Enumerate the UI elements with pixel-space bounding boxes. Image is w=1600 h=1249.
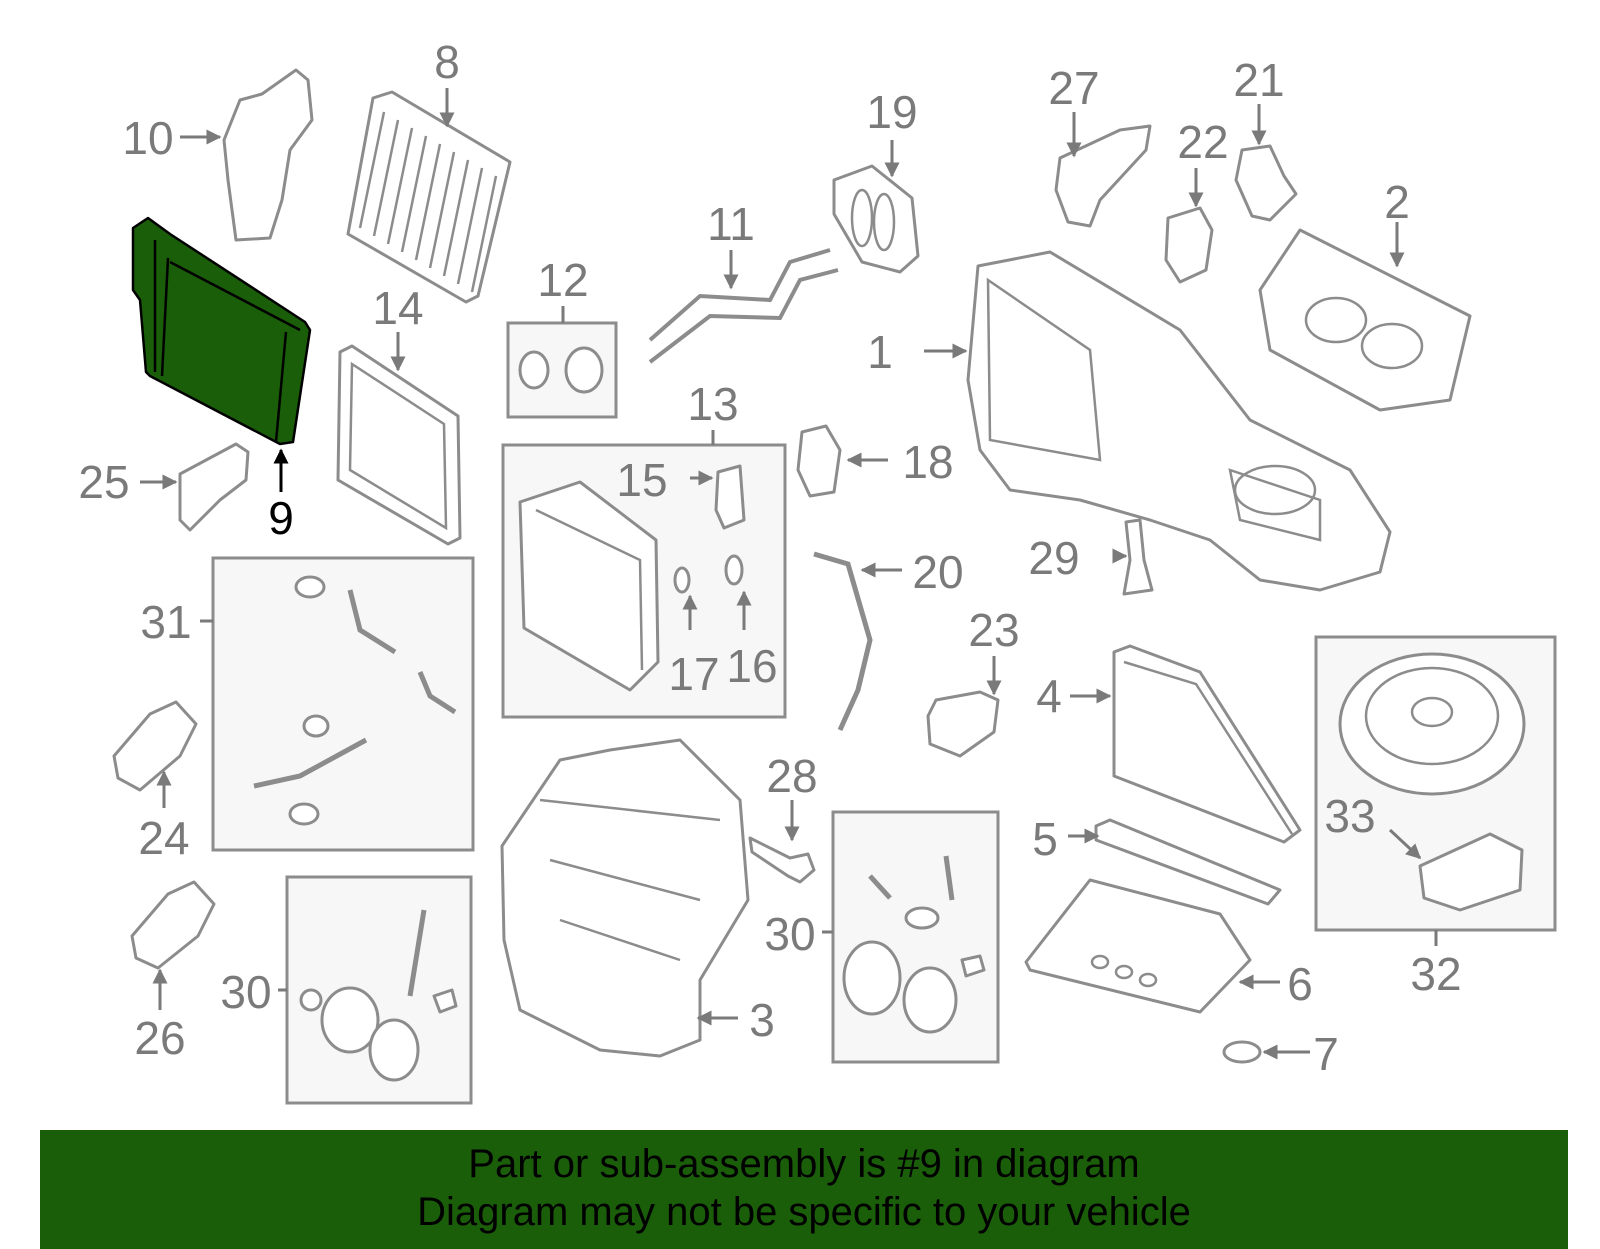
callout-1: 1: [867, 326, 893, 378]
callout-18: 18: [902, 436, 953, 488]
callout-27: 27: [1048, 62, 1099, 114]
part-24: [112, 700, 198, 792]
callout-6: 6: [1287, 958, 1313, 1010]
part-8: [346, 90, 512, 304]
callout-32: 32: [1410, 948, 1461, 1000]
callout-21: 21: [1233, 54, 1284, 106]
info-banner: Part or sub-assembly is #9 in diagram Di…: [40, 1130, 1568, 1249]
callout-4: 4: [1036, 670, 1062, 722]
callout-26: 26: [134, 1012, 185, 1064]
banner-line-part: Part or sub-assembly is #9 in diagram: [468, 1142, 1140, 1186]
callout-25: 25: [78, 456, 129, 508]
callout-30-left: 30: [220, 966, 271, 1018]
part-7: [1222, 1040, 1262, 1064]
part-23: [926, 690, 1000, 758]
part-26: [130, 880, 216, 970]
callout-11: 11: [707, 198, 755, 250]
part-1: [966, 250, 1392, 592]
part-12-ring-b: [564, 346, 604, 394]
callout-13: 13: [687, 378, 738, 430]
part-18: [796, 424, 842, 498]
part-31-contents: [253, 575, 457, 826]
callout-22: 22: [1177, 116, 1228, 168]
callout-23: 23: [968, 604, 1019, 656]
callout-8: 8: [434, 36, 460, 88]
leader-lines: [140, 88, 1438, 1060]
callout-31: 31: [140, 596, 191, 648]
part-16: [724, 554, 744, 586]
callout-5: 5: [1032, 813, 1058, 865]
callout-30-mid: 30: [764, 908, 815, 960]
parts-diagram: 1 2 3 4 5 6 7 8 9 10 11 12 13 14 15 16 1…: [78, 36, 1557, 1105]
callout-2: 2: [1384, 176, 1410, 228]
part-27: [1054, 124, 1152, 228]
callout-7: 7: [1313, 1028, 1339, 1080]
part-28: [748, 836, 816, 884]
callout-20: 20: [912, 546, 963, 598]
callout-14: 14: [372, 282, 423, 334]
part-4: [1112, 644, 1302, 844]
box-30-left: [285, 875, 473, 1105]
callout-12: 12: [537, 254, 588, 306]
part-21: [1234, 144, 1298, 222]
part-13: [518, 480, 660, 692]
part-3: [500, 738, 750, 1058]
callout-24: 24: [138, 812, 189, 864]
callout-15: 15: [616, 454, 667, 506]
callout-9[interactable]: 9: [268, 492, 294, 544]
banner-line-disclaimer: Diagram may not be specific to your vehi…: [417, 1190, 1191, 1234]
part-14: [336, 344, 462, 546]
part-12-ring-a: [518, 350, 550, 390]
box-31: [211, 556, 475, 852]
callout-10: 10: [122, 112, 173, 164]
part-19: [832, 164, 920, 274]
callout-19: 19: [866, 86, 917, 138]
part-11: [648, 248, 839, 364]
part-25: [178, 442, 250, 532]
part-30-left-contents: [299, 909, 458, 1082]
part-30-mid-contents: [842, 855, 986, 1034]
callout-29: 29: [1028, 532, 1079, 584]
callout-16: 16: [726, 640, 777, 692]
callout-3: 3: [749, 994, 775, 1046]
callout-28: 28: [766, 750, 817, 802]
part-32: [1338, 652, 1526, 796]
part-22: [1164, 206, 1214, 284]
part-9-highlight[interactable]: [131, 216, 312, 446]
part-15: [714, 464, 746, 530]
part-2: [1258, 228, 1472, 412]
part-20: [813, 551, 873, 732]
callout-17: 17: [668, 648, 719, 700]
part-6: [1024, 878, 1252, 1014]
callout-33: 33: [1324, 790, 1375, 842]
part-17: [673, 566, 691, 594]
part-33: [1418, 832, 1524, 912]
part-10: [222, 68, 314, 242]
part-29: [1122, 518, 1154, 596]
